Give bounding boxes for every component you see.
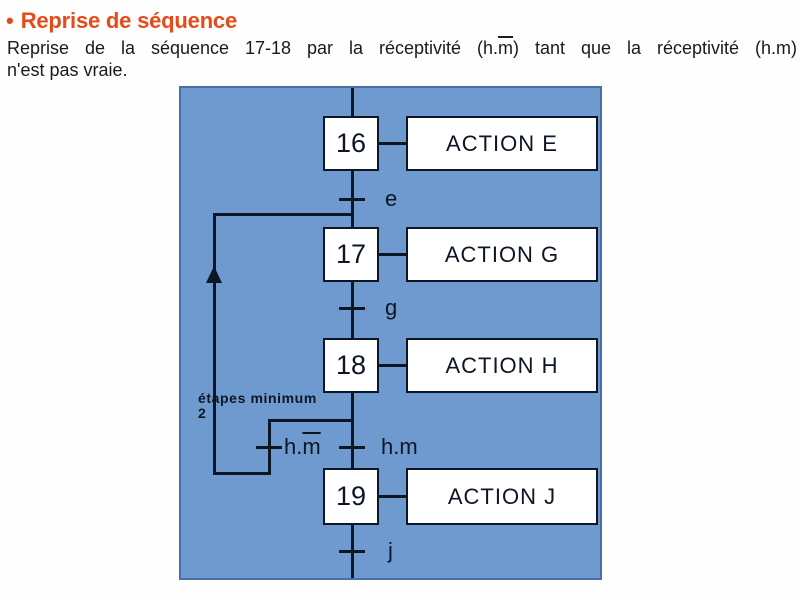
hmbar-prefix: h. bbox=[284, 434, 303, 459]
annotation-line1: étapes minimum bbox=[198, 390, 317, 406]
action-box-h: ACTION H bbox=[406, 338, 598, 393]
action-label: ACTION H bbox=[445, 352, 559, 378]
description-part1: Reprise de la séquence 17-18 par la réce… bbox=[7, 38, 499, 58]
action-box-g: ACTION G bbox=[406, 227, 598, 282]
transition-label-hm: h.m bbox=[381, 434, 418, 459]
annotation-etapes-minimum: étapes minimum 2 bbox=[198, 391, 317, 421]
action-label: ACTION J bbox=[447, 483, 557, 509]
action-label: ACTION E bbox=[446, 130, 558, 156]
transition-tick-hmbar bbox=[256, 446, 282, 449]
action-label: ACTION G bbox=[444, 241, 560, 267]
transition-label-g: g bbox=[385, 295, 398, 320]
step-number: 19 bbox=[335, 481, 367, 511]
description-part2: ) tant que la réceptivité (h.m) bbox=[513, 38, 797, 58]
step-number: 17 bbox=[335, 239, 367, 269]
transition-label-hmbar: h.m bbox=[284, 432, 321, 462]
transition-label-e: e bbox=[385, 186, 398, 211]
description-line1: Reprise de la séquence 17-18 par la réce… bbox=[7, 37, 797, 59]
step-box-19: 19 bbox=[323, 468, 379, 525]
step-number: 16 bbox=[335, 128, 367, 158]
annotation-line2: 2 bbox=[198, 405, 207, 421]
bullet-icon: • bbox=[6, 8, 14, 33]
step-box-17: 17 bbox=[323, 227, 379, 282]
branch-line-top bbox=[268, 419, 354, 422]
page-title: Reprise de séquence bbox=[20, 8, 237, 33]
connector-step18 bbox=[379, 364, 406, 367]
transition-label-j: j bbox=[388, 538, 393, 563]
step-box-16: 16 bbox=[323, 116, 379, 171]
transition-tick-g bbox=[339, 307, 365, 310]
grafcet-diagram-panel: 16 17 18 19 ACTION E ACTION G ACTION H A… bbox=[179, 86, 602, 580]
main-flow-line bbox=[351, 88, 354, 578]
action-box-j: ACTION J bbox=[406, 468, 598, 525]
action-box-e: ACTION E bbox=[406, 116, 598, 171]
arrow-up-icon bbox=[206, 266, 222, 283]
connector-step19 bbox=[379, 495, 406, 498]
hmbar-overlined: m bbox=[302, 434, 321, 459]
loop-return-line-left bbox=[213, 213, 216, 475]
overlined-m: m bbox=[498, 38, 514, 58]
step-box-18: 18 bbox=[323, 338, 379, 393]
transition-tick-hm bbox=[339, 446, 365, 449]
description: Reprise de la séquence 17-18 par la réce… bbox=[7, 37, 797, 81]
connector-step17 bbox=[379, 253, 406, 256]
page-header: • Reprise de séquence bbox=[6, 8, 237, 34]
transition-tick-e bbox=[339, 198, 365, 201]
loop-return-line-bottom bbox=[213, 472, 271, 475]
description-line2: n'est pas vraie. bbox=[7, 60, 128, 80]
loop-return-line-top bbox=[213, 213, 354, 216]
transition-tick-j bbox=[339, 550, 365, 553]
step-number: 18 bbox=[335, 350, 367, 380]
connector-step16 bbox=[379, 142, 406, 145]
